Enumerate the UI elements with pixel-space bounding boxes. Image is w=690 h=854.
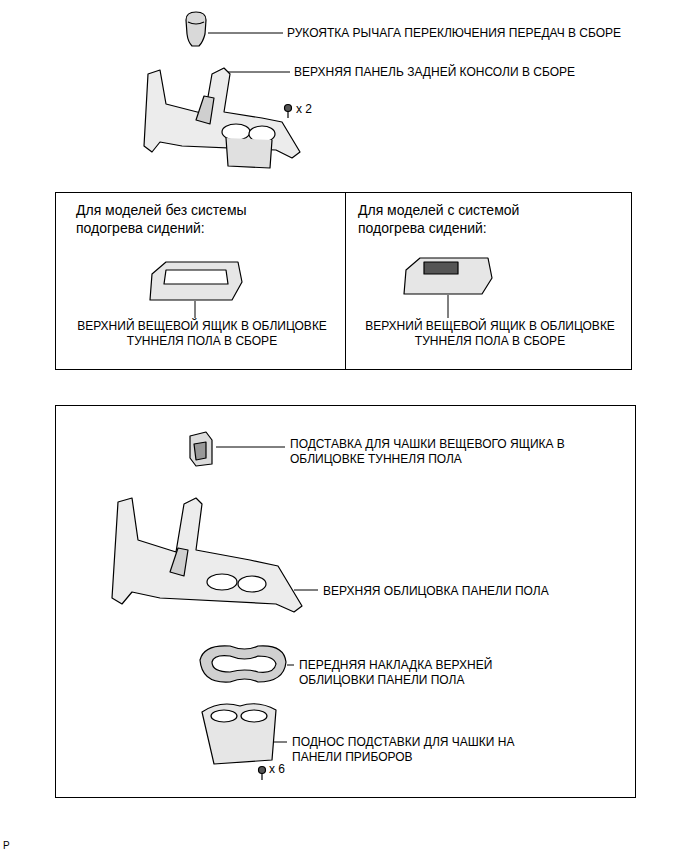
part-label: ВЕРХНЯЯ ОБЛИЦОВКА ПАНЕЛИ ПОЛА (323, 584, 549, 599)
variant-heading: Для моделей без системы подогрева сидени… (76, 202, 316, 237)
part-label: ПОДНОС ПОДСТАВКИ ДЛЯ ЧАШКИ НА ПАНЕЛИ ПРИ… (292, 735, 542, 765)
part-label: ВЕРХНИЙ ВЕЩЕВОЙ ЯЩИК В ОБЛИЦОВКЕ ТУННЕЛЯ… (354, 319, 626, 349)
page-mark: P (3, 840, 10, 853)
quantity-label: x 6 (269, 762, 285, 777)
variant-box: Для моделей с системой подогрева сидений… (345, 192, 632, 370)
quantity-label: x 2 (296, 102, 312, 117)
variant-heading: Для моделей с системой подогрева сидений… (358, 202, 588, 237)
part-label: ПЕРЕДНЯЯ НАКЛАДКА ВЕРХНЕЙ ОБЛИЦОВКИ ПАНЕ… (299, 658, 549, 688)
part-label: ВЕРХНЯЯ ПАНЕЛЬ ЗАДНЕЙ КОНСОЛИ В СБОРЕ (294, 65, 575, 80)
part-label: РУКОЯТКА РЫЧАГА ПЕРЕКЛЮЧЕНИЯ ПЕРЕДАЧ В С… (287, 26, 621, 41)
parts-box: ПОДСТАВКА ДЛЯ ЧАШКИ ВЕЩЕВОГО ЯЩИКА В ОБЛ… (55, 405, 636, 798)
part-label: ПОДСТАВКА ДЛЯ ЧАШКИ ВЕЩЕВОГО ЯЩИКА В ОБЛ… (290, 437, 590, 467)
variant-box: Для моделей без системы подогрева сидени… (55, 192, 346, 370)
part-label: ВЕРХНИЙ ВЕЩЕВОЙ ЯЩИК В ОБЛИЦОВКЕ ТУННЕЛЯ… (68, 319, 336, 349)
